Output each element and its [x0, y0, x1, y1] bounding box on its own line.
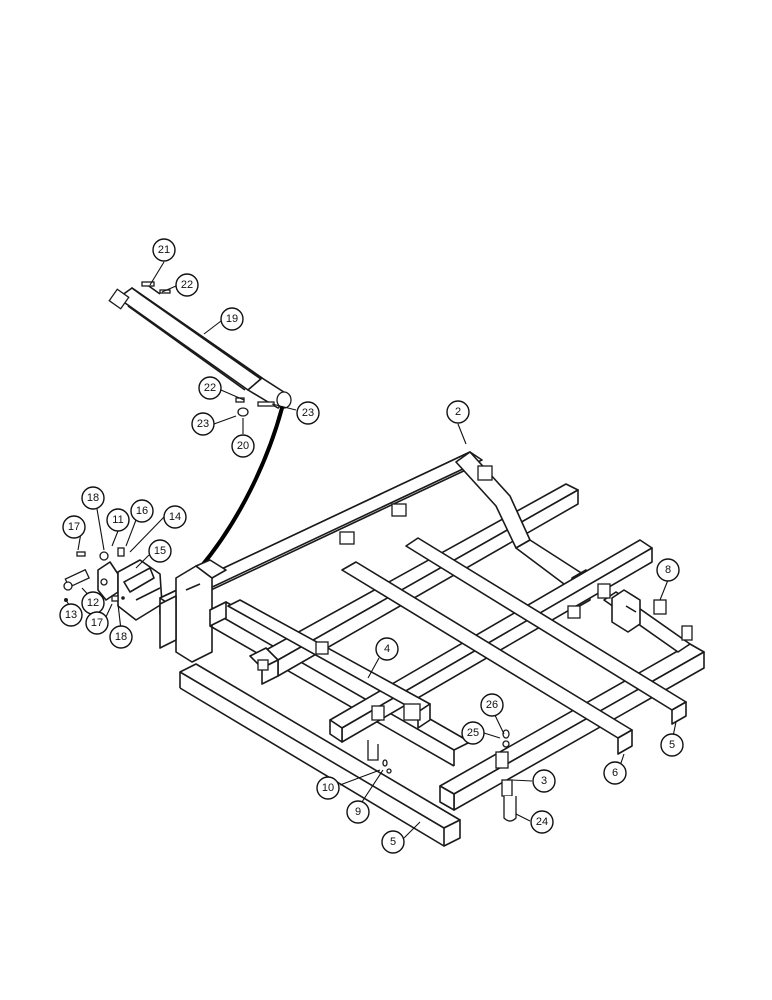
callout-9: 9: [346, 800, 370, 824]
svg-text:14: 14: [169, 511, 181, 523]
svg-text:12: 12: [87, 597, 99, 609]
svg-text:3: 3: [541, 775, 547, 787]
callout-24: 24: [530, 810, 554, 834]
callout-18: 18: [109, 625, 133, 649]
callout-4: 4: [375, 637, 399, 661]
svg-text:8: 8: [665, 564, 671, 576]
svg-text:17: 17: [91, 617, 103, 629]
callout-25: 25: [461, 721, 485, 745]
svg-text:22: 22: [204, 382, 216, 394]
hitch-brackets: [63, 547, 163, 621]
svg-text:13: 13: [65, 609, 77, 621]
callout-17: 17: [85, 611, 109, 635]
svg-text:11: 11: [112, 514, 123, 526]
callout-15: 15: [148, 539, 172, 563]
tool-bars: [179, 537, 687, 847]
callout-22: 22: [198, 376, 222, 400]
callout-26: 26: [480, 693, 504, 717]
callout-10: 10: [316, 776, 340, 800]
main-frame: [159, 451, 705, 811]
svg-text:5: 5: [390, 836, 396, 848]
frame-fasteners: [257, 465, 693, 822]
callout-19: 19: [220, 307, 244, 331]
callout-11: 11: [106, 508, 130, 532]
svg-text:22: 22: [181, 279, 193, 291]
svg-text:18: 18: [87, 492, 99, 504]
callout-17: 17: [62, 515, 86, 539]
callout-14: 14: [163, 505, 187, 529]
callout-23: 23: [296, 401, 320, 425]
svg-text:23: 23: [197, 418, 209, 430]
callout-5: 5: [660, 733, 684, 757]
callout-18: 18: [81, 486, 105, 510]
svg-text:5: 5: [669, 739, 675, 751]
svg-text:9: 9: [355, 806, 361, 818]
svg-text:18: 18: [115, 631, 127, 643]
callout-5: 5: [381, 830, 405, 854]
svg-text:24: 24: [536, 816, 548, 828]
callout-16: 16: [130, 499, 154, 523]
callout-13: 13: [59, 603, 83, 627]
svg-text:16: 16: [136, 505, 148, 517]
svg-text:21: 21: [158, 244, 170, 256]
svg-text:17: 17: [68, 521, 80, 533]
callout-12: 12: [81, 591, 105, 615]
hydraulic-cylinder: [108, 283, 292, 409]
hydraulic-hose: [198, 406, 284, 570]
svg-text:23: 23: [302, 407, 314, 419]
callout-20: 20: [231, 434, 255, 458]
svg-text:20: 20: [237, 440, 249, 452]
svg-text:19: 19: [226, 313, 238, 325]
callout-6: 6: [603, 761, 627, 785]
leader-lines: [65, 261, 677, 839]
svg-text:10: 10: [322, 782, 334, 794]
callout-3: 3: [532, 769, 556, 793]
svg-text:15: 15: [154, 545, 166, 557]
callout-23: 23: [191, 412, 215, 436]
svg-text:4: 4: [384, 643, 390, 655]
callout-22: 22: [175, 273, 199, 297]
callout-21: 21: [152, 238, 176, 262]
callout-8: 8: [656, 558, 680, 582]
svg-text:2: 2: [455, 406, 461, 418]
svg-text:6: 6: [612, 767, 618, 779]
svg-text:26: 26: [486, 699, 498, 711]
svg-text:25: 25: [467, 727, 479, 739]
callout-2: 2: [446, 400, 470, 424]
